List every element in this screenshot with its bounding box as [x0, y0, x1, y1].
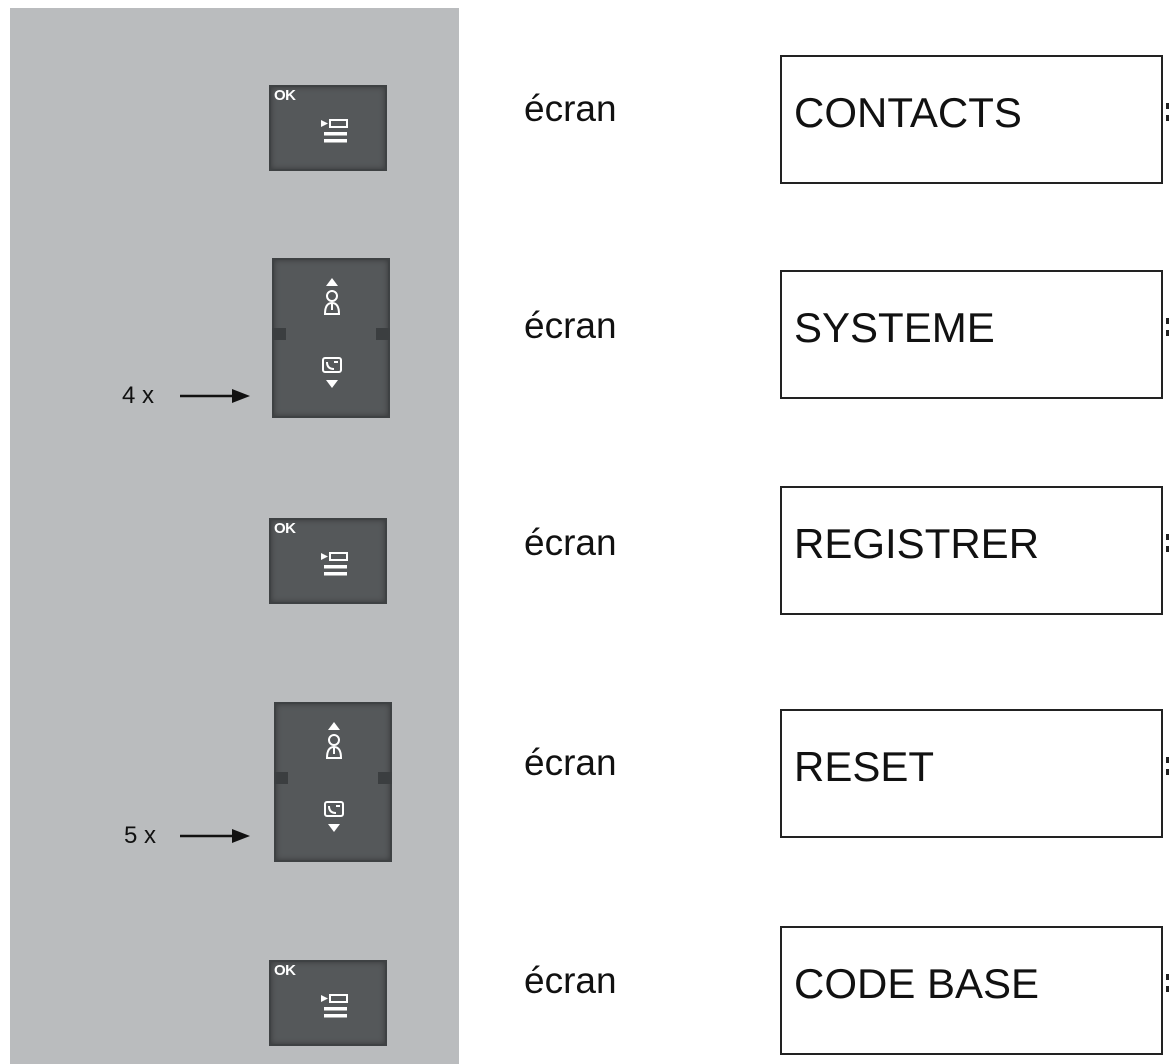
contact-icon — [325, 734, 343, 759]
screen-edge-marks — [1166, 974, 1169, 992]
ok-menu-button[interactable]: OK — [269, 960, 387, 1046]
nav-notch-left — [272, 328, 286, 340]
screen-text: CONTACTS — [794, 89, 1022, 136]
press-count-label: 4 x — [122, 382, 155, 409]
up-arrow-icon — [326, 278, 338, 286]
nav-notch-right — [376, 328, 390, 340]
lcd-screen: RESET — [780, 709, 1169, 838]
ok-menu-button[interactable]: OK — [269, 85, 387, 171]
screen-edge-marks — [1166, 534, 1169, 552]
navigation-button[interactable] — [272, 258, 390, 418]
button-panel — [10, 8, 459, 1064]
down-arrow-icon — [328, 824, 340, 832]
screen-edge-marks — [1166, 103, 1169, 121]
screen-caption: écran — [524, 960, 617, 1001]
nav-notch-left — [274, 772, 288, 784]
screen-caption: écran — [524, 742, 617, 783]
menu-icon — [321, 994, 348, 1018]
navigation-button[interactable] — [274, 702, 392, 862]
right-arrow-icon — [180, 829, 250, 843]
nav-icons — [322, 278, 342, 388]
screen-edge-marks — [1166, 318, 1169, 336]
menu-icon — [321, 119, 348, 143]
screen-caption: écran — [524, 88, 617, 129]
menu-icon — [321, 552, 348, 576]
nav-icons — [324, 722, 344, 832]
call-log-icon — [322, 357, 342, 373]
contact-icon — [323, 290, 341, 315]
up-arrow-icon — [328, 722, 340, 730]
nav-notch-right — [378, 772, 392, 784]
screen-caption: écran — [524, 522, 617, 563]
screen-text: RESET — [794, 743, 935, 790]
press-count-label: 5 x — [124, 822, 157, 849]
lcd-screen: CONTACTS — [780, 55, 1169, 184]
right-arrow-icon — [180, 389, 250, 403]
screen-caption: écran — [524, 305, 617, 346]
screen-text: CODE BASE — [794, 960, 1040, 1007]
ok-menu-button[interactable]: OK — [269, 518, 387, 604]
lcd-screen: SYSTEME — [780, 270, 1169, 399]
screen-text: REGISTRER — [794, 520, 1040, 567]
screen-edge-marks — [1166, 757, 1169, 775]
down-arrow-icon — [326, 380, 338, 388]
ok-label: OK — [274, 962, 296, 979]
lcd-screen: CODE BASE — [780, 926, 1169, 1055]
call-log-icon — [324, 801, 344, 817]
screen-text: SYSTEME — [794, 304, 995, 351]
lcd-screen: REGISTRER — [780, 486, 1169, 615]
ok-label: OK — [274, 520, 296, 537]
ok-label: OK — [274, 87, 296, 104]
